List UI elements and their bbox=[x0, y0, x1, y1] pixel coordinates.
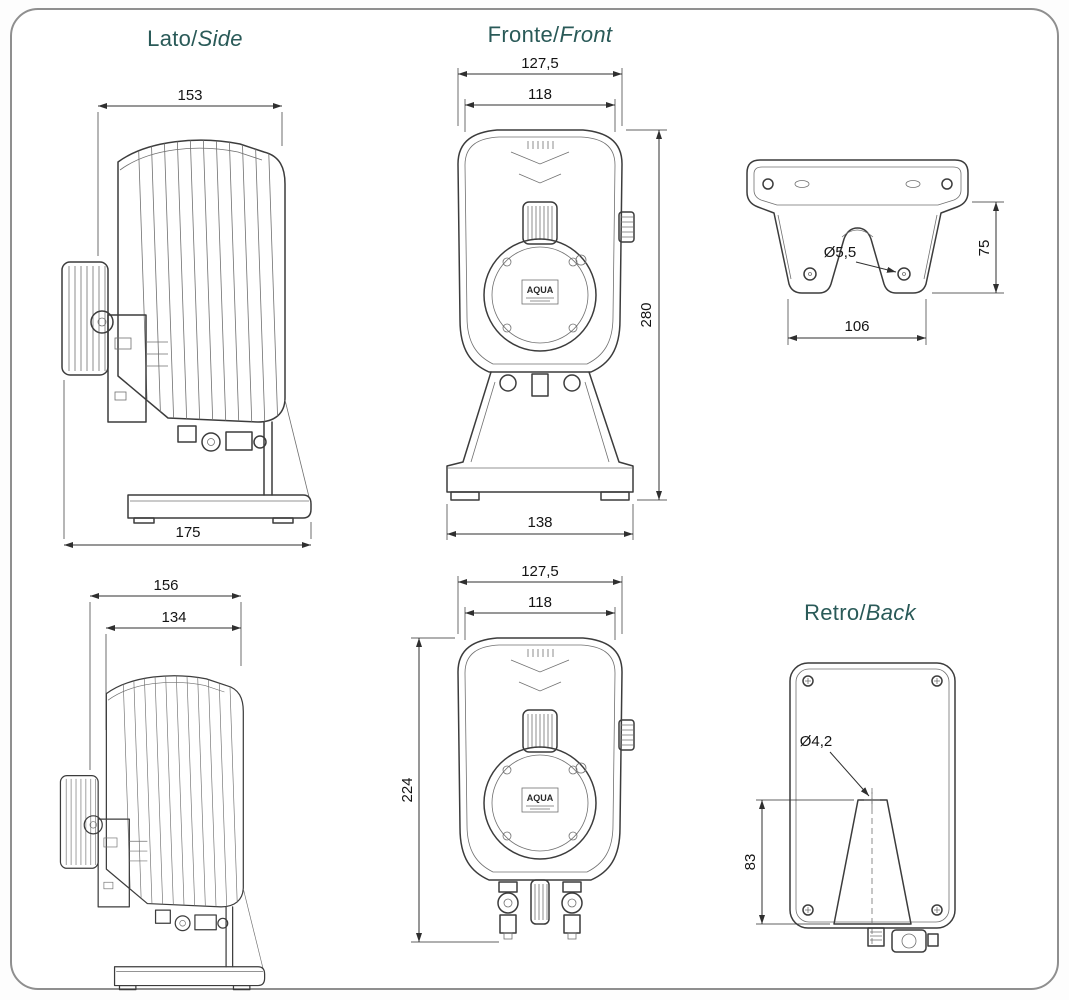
bracket-hole-left bbox=[803, 267, 817, 281]
dim-label-hole-4-2: Ø4,2 bbox=[800, 733, 833, 750]
bottom-fittings-side bbox=[177, 425, 267, 452]
dial-side bbox=[90, 310, 114, 334]
dimension-front-top-base: 138 bbox=[446, 504, 634, 540]
brand-plate bbox=[521, 279, 559, 305]
dimension-side-bottom-outer: 156 bbox=[89, 577, 242, 770]
pump-side-body bbox=[61, 139, 312, 524]
dim-label-138: 138 bbox=[527, 514, 552, 531]
dimension-bracket-hole: Ø5,5 bbox=[824, 244, 897, 273]
view-title-side: Lato/Side bbox=[20, 26, 370, 52]
cable-glands-back bbox=[867, 927, 939, 953]
dim-label-134: 134 bbox=[161, 609, 186, 626]
dim-label-hole-5-5: Ø5,5 bbox=[824, 244, 857, 261]
bracket-screw-right bbox=[941, 178, 953, 190]
dim-label-106: 106 bbox=[844, 318, 869, 335]
view-title-front-it: Fronte/ bbox=[487, 22, 560, 47]
dimension-front-bottom-height: 224 bbox=[399, 637, 499, 943]
view-title-side-en: Side bbox=[197, 26, 243, 51]
dimension-front-top-outer: 127,5 bbox=[457, 55, 623, 126]
view-title-back: Retro/Back bbox=[710, 600, 1010, 626]
mounting-base-front bbox=[446, 371, 634, 501]
sheet-border bbox=[10, 8, 1059, 990]
view-title-back-it: Retro/ bbox=[804, 600, 866, 625]
dimension-front-top-height: 280 bbox=[626, 129, 667, 501]
dimension-back-hole: Ø4,2 bbox=[800, 733, 870, 797]
back-view-drawing: 83 Ø4,2 bbox=[742, 662, 956, 953]
dimension-side-top-overall: 175 bbox=[63, 380, 312, 548]
dim-label-127-5-b: 127,5 bbox=[521, 563, 559, 580]
dimension-side-bottom-inner: 134 bbox=[105, 609, 241, 730]
side-knob-front bbox=[618, 211, 635, 243]
dim-label-118: 118 bbox=[528, 86, 552, 103]
front-plate-side bbox=[107, 314, 147, 423]
brand-logo-text: AQUA bbox=[527, 285, 554, 295]
dosing-knob-front bbox=[522, 201, 558, 245]
dimension-front-bottom-inner: 118 bbox=[464, 594, 616, 640]
bracket-outline bbox=[746, 159, 969, 294]
dim-label-83: 83 bbox=[742, 854, 759, 871]
dim-label-153: 153 bbox=[177, 87, 202, 104]
dim-label-280: 280 bbox=[638, 302, 655, 327]
view-title-front-en: Front bbox=[559, 22, 613, 47]
side-view-bottom-drawing: 156 134 bbox=[20, 577, 370, 1000]
bottom-valves-front-bottom bbox=[497, 879, 583, 940]
bracket-slot-back bbox=[833, 799, 912, 925]
dimension-bracket-height: 75 bbox=[932, 201, 1004, 294]
pump-head-front: AQUA bbox=[483, 238, 597, 352]
dimension-front-top-inner: 118 bbox=[464, 86, 616, 132]
view-title-back-en: Back bbox=[865, 600, 916, 625]
dim-label-127-5: 127,5 bbox=[521, 55, 559, 72]
bracket-hole-right bbox=[897, 267, 911, 281]
back-housing-outline bbox=[789, 662, 956, 929]
side-view-top-drawing: 153 175 bbox=[61, 87, 312, 548]
dimension-side-top-width: 153 bbox=[97, 87, 283, 256]
dimension-front-bottom-outer: 127,5 bbox=[457, 563, 623, 634]
top-vent-grill bbox=[527, 141, 554, 149]
view-title-front: Fronte/Front bbox=[395, 22, 705, 48]
dim-label-118-b: 118 bbox=[528, 594, 552, 611]
dim-label-75: 75 bbox=[976, 240, 993, 257]
dim-label-175: 175 bbox=[175, 524, 200, 541]
dimension-back-height: 83 bbox=[742, 799, 854, 925]
housing-rib-hatch bbox=[137, 140, 279, 422]
bracket-screw-left bbox=[762, 178, 774, 190]
dim-label-224: 224 bbox=[399, 777, 416, 802]
view-title-side-it: Lato/ bbox=[147, 26, 198, 51]
front-view-bottom-drawing: 127,5 118 224 bbox=[399, 563, 635, 943]
bracket-view-drawing: 75 106 Ø5,5 bbox=[746, 159, 1004, 345]
bleed-valve bbox=[575, 254, 587, 266]
mounting-base-side bbox=[127, 399, 312, 524]
dimension-bracket-width: 106 bbox=[787, 299, 927, 345]
pump-front-body: AQUA bbox=[457, 129, 635, 373]
back-corner-screws bbox=[802, 675, 943, 916]
dim-label-156: 156 bbox=[153, 577, 178, 594]
bottom-fittings-front-top bbox=[499, 373, 581, 397]
front-view-top-drawing: 127,5 118 AQUA bbox=[446, 55, 667, 540]
